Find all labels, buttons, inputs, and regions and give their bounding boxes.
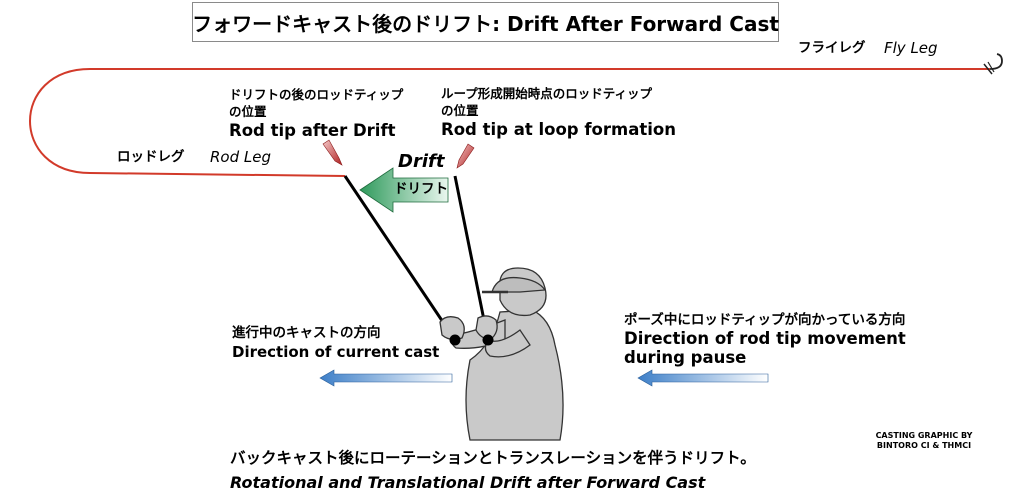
rod-tip-after-drift-jp-2: の位置 <box>229 104 267 119</box>
rod-tip-pause-en-label-1: Direction of rod tip movement <box>624 329 906 348</box>
fly-line-loop <box>29 68 990 177</box>
rod-after-drift <box>343 175 457 341</box>
marker-rod-tip-loop-formation <box>456 143 475 169</box>
rod-at-loop-formation <box>453 175 490 341</box>
credit-line-1: CASTING GRAPHIC BY <box>875 431 973 440</box>
rod-tip-pause-jp-label: ポーズ中にロッドティップが向かっている方向 <box>624 312 906 328</box>
angler-figure <box>439 267 564 441</box>
title: フォワードキャスト後のドリフト: Drift After Forward Cas… <box>192 2 779 42</box>
rod-tip-loop-formation-en: Rod tip at loop formation <box>441 120 676 139</box>
rod-tip-after-drift-en: Rod tip after Drift <box>229 121 396 140</box>
current-cast-jp-label: 進行中のキャストの方向 <box>232 325 381 341</box>
fly-hook-icon <box>983 53 1003 75</box>
rod-leg-en-label: Rod Leg <box>210 148 271 166</box>
credit-line-2: BINTORO CI & THMCI <box>876 441 972 450</box>
arrow-current-cast <box>319 369 453 387</box>
fly-leg-en-label: Fly Leg <box>884 39 938 57</box>
current-cast-en-label: Direction of current cast <box>232 343 440 361</box>
rod-tip-after-drift-jp-1: ドリフトの後のロッドティップ <box>229 87 404 102</box>
drift-jp-label: ドリフト <box>394 181 448 197</box>
rod-leg-jp-label: ロッドレグ <box>117 149 185 165</box>
credit: CASTING GRAPHIC BY BINTORO CI & THMCI <box>862 431 986 451</box>
rod-tip-loop-formation-jp-2: の位置 <box>441 103 479 118</box>
marker-rod-tip-after-drift <box>322 139 343 166</box>
caption-en: Rotational and Translational Drift after… <box>230 473 706 492</box>
drift-en-label: Drift <box>398 151 445 172</box>
arrow-rod-tip-pause <box>637 369 769 387</box>
rod-tip-pause-en-label-2: during pause <box>624 348 747 367</box>
drift-arrow <box>359 167 449 213</box>
fly-leg-jp-label: フライレグ <box>798 40 866 56</box>
rod-tip-loop-formation-jp-1: ループ形成開始時点のロッドティップ <box>441 86 653 101</box>
caption-jp: バックキャスト後にローテーションとトランスレーションを伴うドリフト。 <box>230 449 756 467</box>
